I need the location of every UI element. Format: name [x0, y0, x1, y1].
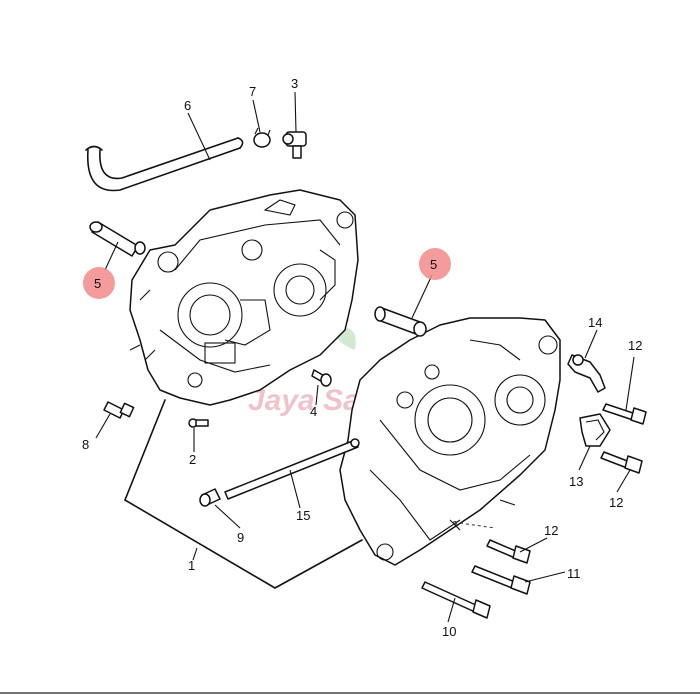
label-11: 11 [567, 566, 581, 581]
leader-lines [95, 91, 635, 623]
plug-4 [311, 369, 332, 387]
bolt-12-top [602, 403, 647, 425]
bolt-12-bottom [486, 539, 531, 564]
stud-bolt-15 [224, 438, 360, 500]
dowel-pin-right [374, 306, 427, 337]
label-4: 4 [310, 404, 317, 419]
label-5-left: 5 [94, 276, 101, 291]
drain-bolt-8 [103, 401, 135, 419]
label-3: 3 [291, 76, 298, 91]
bolt-2 [188, 418, 209, 428]
label-2: 2 [189, 452, 196, 467]
label-5-right: 5 [430, 257, 437, 272]
crankcase-right [339, 317, 561, 566]
label-6: 6 [184, 98, 191, 113]
label-13: 13 [569, 474, 583, 489]
label-12-top: 12 [628, 338, 642, 353]
label-8: 8 [82, 437, 89, 452]
bolt-11 [471, 565, 531, 595]
bracket-14 [567, 354, 606, 393]
hose-clamp [253, 127, 271, 148]
bolt-10 [421, 581, 491, 619]
bracket-13 [579, 413, 611, 447]
highlight-circle-5-left [83, 267, 115, 299]
label-15: 15 [296, 508, 310, 523]
highlight-circle-5-right [419, 248, 451, 280]
breather-hose [85, 137, 244, 192]
label-12-mid: 12 [609, 495, 623, 510]
label-10: 10 [442, 624, 456, 639]
crankcase-left [129, 189, 359, 406]
breather-joint [282, 131, 307, 159]
label-9: 9 [237, 530, 244, 545]
nut-9 [199, 488, 221, 507]
label-14: 14 [588, 315, 602, 330]
bolt-12-mid [600, 451, 643, 474]
label-1: 1 [188, 558, 195, 573]
label-12-bottom: 12 [544, 523, 558, 538]
dowel-pin-left [89, 221, 146, 257]
assembly-bracket-1 [124, 399, 363, 589]
label-7: 7 [249, 84, 256, 99]
